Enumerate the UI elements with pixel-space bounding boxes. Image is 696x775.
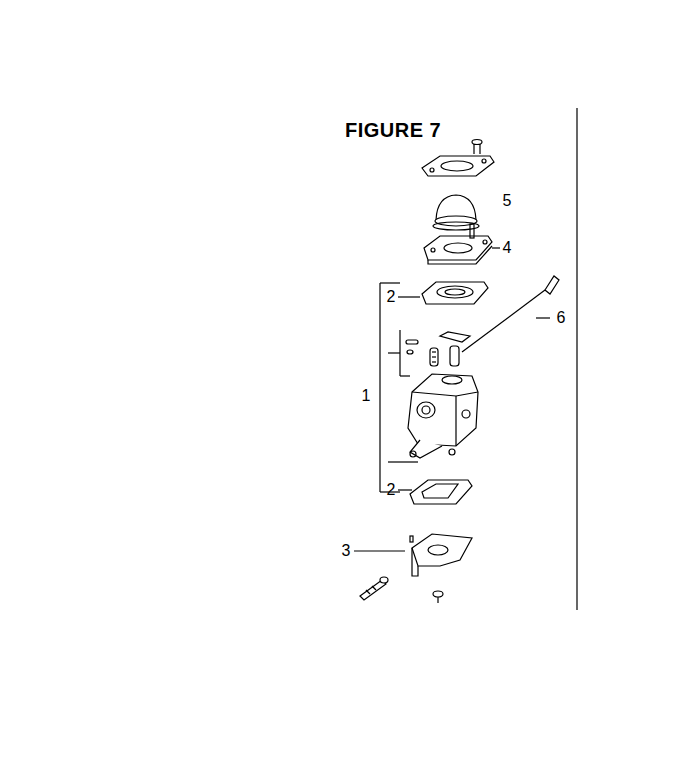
bottom-gasket [410,480,472,504]
inner-bracket [388,330,410,376]
callout-number: 3 [342,543,351,559]
callout-number: 1 [362,388,371,404]
diaphragm [422,282,488,304]
throttle-cable [462,276,559,352]
needle-parts [406,332,470,366]
small-screw [433,591,443,603]
callout-number: 4 [503,240,512,256]
primer-bulb [433,195,479,230]
carb-body [408,374,478,446]
top-gasket [422,156,494,176]
pump-cover [424,224,492,264]
screw [360,577,388,600]
group-bracket [380,283,400,492]
frame-line [576,108,577,610]
throttle-lever [388,440,455,462]
callout-number: 6 [557,310,566,326]
figure-title: FIGURE 7 [345,120,441,140]
callout-number: 5 [503,193,512,209]
callout-number: 2 [387,289,396,305]
mount-bracket [410,534,472,576]
leader-lines [354,248,550,551]
bolt [472,140,482,155]
callout-number: 2 [387,482,396,498]
